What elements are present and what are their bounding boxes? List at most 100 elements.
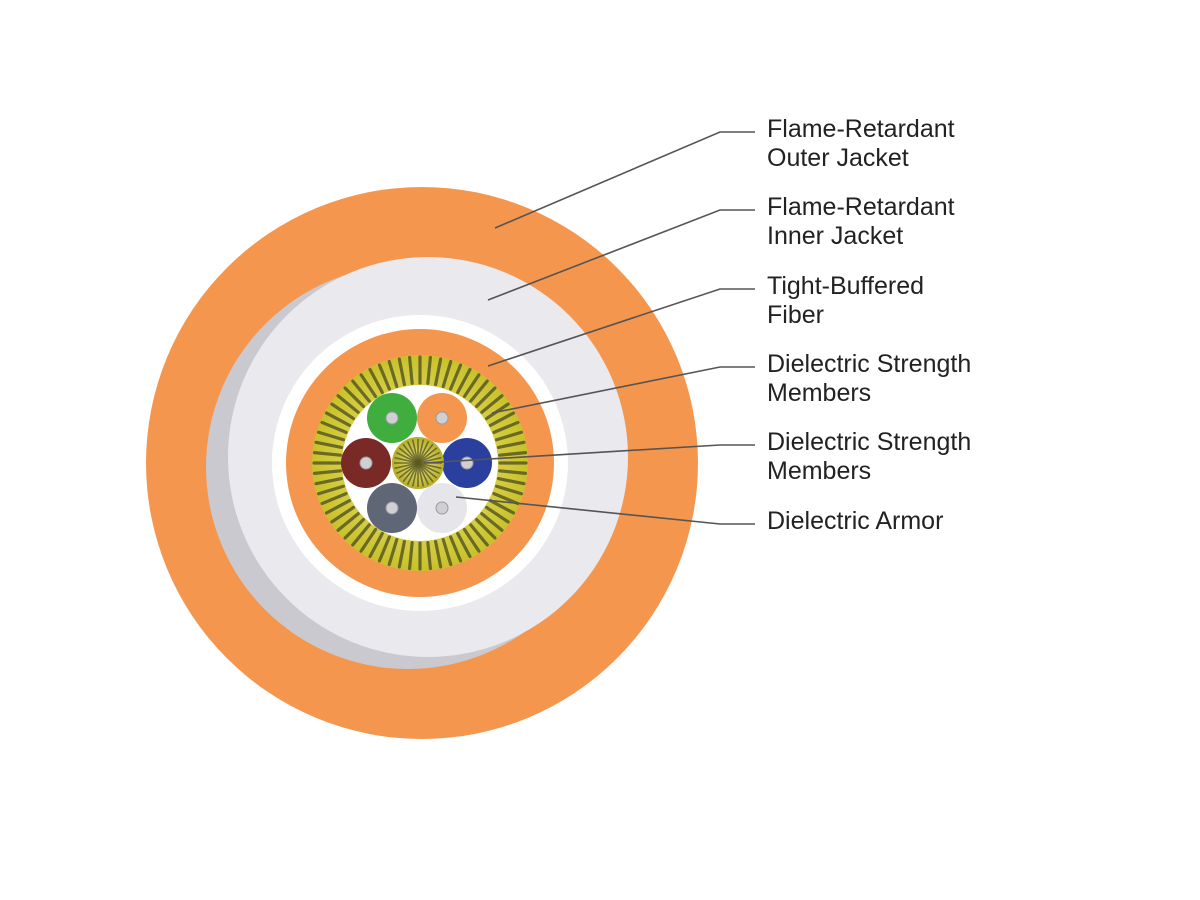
yarn-strand (469, 379, 489, 403)
yarn-strand (492, 492, 520, 506)
fiber-group (341, 393, 492, 533)
yarn-strand (397, 357, 406, 387)
yarn-strand (441, 359, 453, 389)
leader-strength-members-1 (491, 366, 755, 414)
center-strand (406, 462, 419, 485)
yarn-strand (434, 539, 443, 569)
center-strand (411, 439, 419, 464)
yarn-strand (480, 512, 504, 532)
center-strand (396, 451, 419, 464)
yarn-strand (316, 484, 346, 496)
center-strand (417, 439, 425, 464)
yarn-strand (456, 531, 472, 559)
yarn-strand (496, 440, 526, 449)
yarn-strand (494, 484, 524, 496)
yarn-strand (312, 469, 342, 475)
label-outer-jacket: Flame-Retardant Outer Jacket (767, 115, 962, 172)
center-strand (417, 462, 438, 479)
yarn-strand (474, 517, 497, 540)
yarn-strand (320, 420, 348, 434)
center-strand (417, 462, 442, 470)
yarn-strand (312, 451, 342, 457)
yarn-strand (441, 537, 453, 567)
center-strand (417, 441, 430, 464)
yarn-strand (462, 527, 481, 553)
yarn-strand (449, 363, 463, 391)
fiber-core-blue (460, 456, 474, 470)
yarn-strand (387, 537, 399, 567)
yarn-strand (426, 355, 432, 385)
yarn-strand (494, 430, 524, 442)
yarn-strand (343, 386, 366, 409)
yarn-strand (330, 402, 356, 421)
yarn-strand (368, 531, 384, 559)
label-dielectric-armor: Dielectric Armor (767, 507, 943, 535)
leader-tight-buffered-fiber (487, 288, 755, 367)
yarn-strand (336, 512, 360, 532)
yarn-strand (474, 386, 497, 409)
yarn-strand (351, 379, 371, 403)
fiber-core-brown (359, 456, 373, 470)
yarn-strand (377, 363, 391, 391)
yarn-strand (336, 394, 360, 414)
yarn-strand (480, 394, 504, 414)
center-strand (398, 462, 419, 479)
yarn-strand (316, 430, 346, 442)
yarn-strand (320, 492, 348, 506)
label-strength-members-1: Dielectric Strength Members (767, 350, 978, 407)
center-strand (396, 462, 419, 475)
yarn-strand (330, 505, 356, 524)
center-strand (402, 462, 419, 483)
yarn-strand (469, 523, 489, 547)
yarn-strand (498, 469, 528, 475)
center-strand (417, 462, 430, 485)
fiber-core-orange (435, 411, 449, 425)
leader-strength-members-2 (423, 444, 755, 464)
yarn-strand (324, 411, 352, 427)
yarn-strand (359, 527, 378, 553)
center-strand (417, 462, 434, 483)
yarn-strand (397, 539, 406, 569)
yarn-strand (351, 523, 371, 547)
yarn-strand (408, 541, 414, 571)
yarn-strand (426, 541, 432, 571)
yarn-strand (387, 359, 399, 389)
callout-labels: Flame-Retardant Outer Jacket Flame-Retar… (767, 115, 978, 535)
center-strand (417, 462, 440, 475)
central-strength-member-strands (394, 439, 442, 487)
leader-lines (423, 131, 755, 525)
center-strand (406, 441, 419, 464)
yarn-strand (498, 451, 528, 457)
yarn-strand (368, 367, 384, 395)
leader-inner-jacket (487, 209, 755, 301)
leader-dielectric-armor (455, 496, 755, 525)
leader-outer-jacket (494, 131, 755, 229)
yarn-strand (496, 477, 526, 486)
center-strand (417, 462, 425, 487)
yarn-strand (492, 420, 520, 434)
label-inner-jacket: Flame-Retardant Inner Jacket (767, 193, 962, 250)
center-strand (394, 456, 419, 464)
center-strand (417, 456, 442, 464)
yarn-strand (488, 411, 516, 427)
yarn-strand (343, 517, 366, 540)
yarn-strand (377, 535, 391, 563)
yarn-strand (324, 499, 352, 515)
label-strength-members-2: Dielectric Strength Members (767, 428, 978, 485)
center-strand (394, 462, 419, 470)
yarn-strand (484, 505, 510, 524)
center-strand (417, 447, 438, 464)
center-strand (398, 447, 419, 464)
yarn-strand (314, 477, 344, 486)
center-strand (417, 451, 440, 464)
strength-yarn-strands (312, 355, 528, 571)
center-strand (417, 443, 434, 464)
yarn-strand (434, 357, 443, 387)
yarn-strand (359, 373, 378, 399)
center-strand (411, 462, 419, 487)
fiber-core-slate (385, 501, 399, 515)
yarn-strand (449, 535, 463, 563)
yarn-strand (314, 440, 344, 449)
yarn-strand (408, 355, 414, 385)
